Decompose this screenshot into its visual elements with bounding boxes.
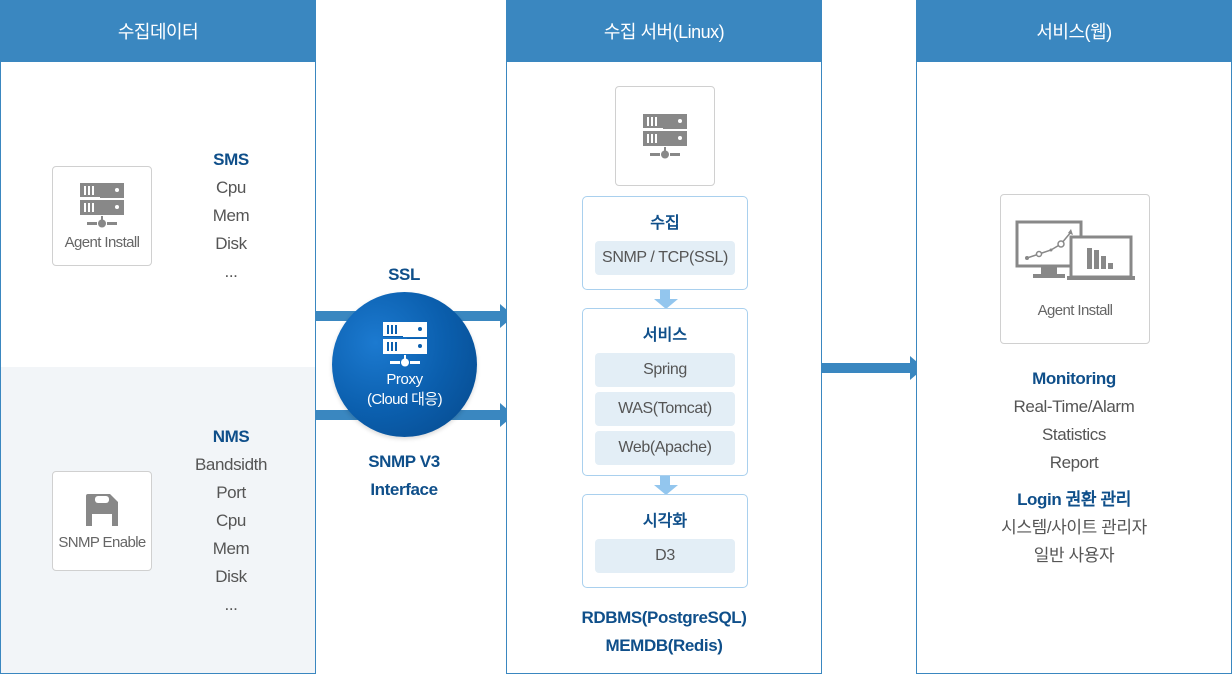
save-icon (86, 493, 118, 526)
monitoring-item: Report (1049, 453, 1099, 472)
sms-item: Mem (212, 206, 250, 225)
interface-line: Interface (370, 480, 438, 499)
sms-item: ... (224, 262, 238, 281)
monitor-chart-icon (1015, 220, 1135, 280)
proxy-node: Proxy (Cloud 대응) (332, 292, 477, 437)
web-service-column: 서비스(웹) Agent Install Monitoring Real-Tim… (916, 0, 1232, 674)
nms-item: Mem (212, 539, 250, 558)
database-list: RDBMS(PostgreSQL) MEMDB(Redis) (507, 604, 821, 660)
server-icon (643, 114, 687, 159)
stage-item: Spring (595, 353, 735, 387)
sms-heading: SMS (213, 150, 249, 169)
stage-title: 서비스 (642, 327, 688, 344)
nms-item: Bandsidth (194, 455, 267, 474)
down-arrow-icon (654, 290, 678, 309)
monitoring-list: Monitoring Real-Time/Alarm Statistics Re… (917, 365, 1231, 477)
web-service-header: 서비스(웹) (916, 0, 1232, 62)
nms-item: Port (216, 483, 246, 502)
collect-data-column: 수집데이터 Agent Install SMS Cpu Mem Disk ...… (0, 0, 316, 674)
nms-item: Cpu (216, 511, 246, 530)
agent-install-caption: Agent Install (64, 233, 140, 251)
nms-item: ... (224, 595, 238, 614)
web-agent-card: Agent Install (1000, 194, 1150, 344)
database-item: RDBMS(PostgreSQL) (581, 608, 747, 627)
stage-item: SNMP / TCP(SSL) (595, 241, 735, 275)
stage-collect: 수집 SNMP / TCP(SSL) (582, 196, 748, 290)
down-arrow-icon (654, 476, 678, 495)
snmp-v3-label: SNMP V3 Interface (324, 448, 484, 504)
nms-heading: NMS (212, 427, 250, 446)
snmp-enable-caption: SNMP Enable (58, 533, 146, 551)
proxy-label: Proxy (386, 370, 423, 388)
sms-item: Cpu (216, 178, 246, 197)
login-list: Login 권환 관리 시스템/사이트 관리자 일반 사용자 (917, 486, 1231, 570)
stage-visualization: 시각화 D3 (582, 494, 748, 588)
sms-item: Disk (215, 234, 247, 253)
login-item: 시스템/사이트 관리자 (1001, 518, 1147, 537)
sms-list: SMS Cpu Mem Disk ... (181, 146, 281, 286)
collect-server-header: 수집 서버(Linux) (506, 0, 822, 62)
stage-service: 서비스 Spring WAS(Tomcat) Web(Apache) (582, 308, 748, 476)
login-item: 일반 사용자 (1033, 546, 1115, 565)
monitoring-heading: Monitoring (1032, 369, 1116, 388)
server-to-web-arrow (822, 356, 924, 380)
server-card (615, 86, 715, 186)
server-icon (382, 321, 427, 366)
stage-item: D3 (595, 539, 735, 573)
stage-title: 시각화 (642, 513, 688, 530)
stage-item: WAS(Tomcat) (595, 392, 735, 426)
collect-server-column: 수집 서버(Linux) 수집 SNMP / TCP(SSL) 서비스 Spri… (506, 0, 822, 674)
server-icon (80, 182, 124, 227)
database-item: MEMDB(Redis) (605, 636, 723, 655)
nms-item: Disk (215, 567, 247, 586)
snmp-v3-line: SNMP V3 (368, 452, 440, 471)
login-heading: Login 권환 관리 (1017, 490, 1131, 509)
agent-install-card: Agent Install (52, 166, 152, 266)
snmp-enable-card: SNMP Enable (52, 471, 152, 571)
collect-data-header: 수집데이터 (0, 0, 316, 62)
nms-list: NMS Bandsidth Port Cpu Mem Disk ... (171, 423, 291, 619)
web-agent-caption: Agent Install (1037, 301, 1113, 319)
stage-title: 수집 (650, 215, 680, 232)
stage-item: Web(Apache) (595, 431, 735, 465)
monitoring-item: Real-Time/Alarm (1013, 397, 1135, 416)
proxy-sublabel: (Cloud 대응) (367, 390, 443, 408)
monitoring-item: Statistics (1041, 425, 1107, 444)
ssl-label: SSL (388, 265, 420, 284)
